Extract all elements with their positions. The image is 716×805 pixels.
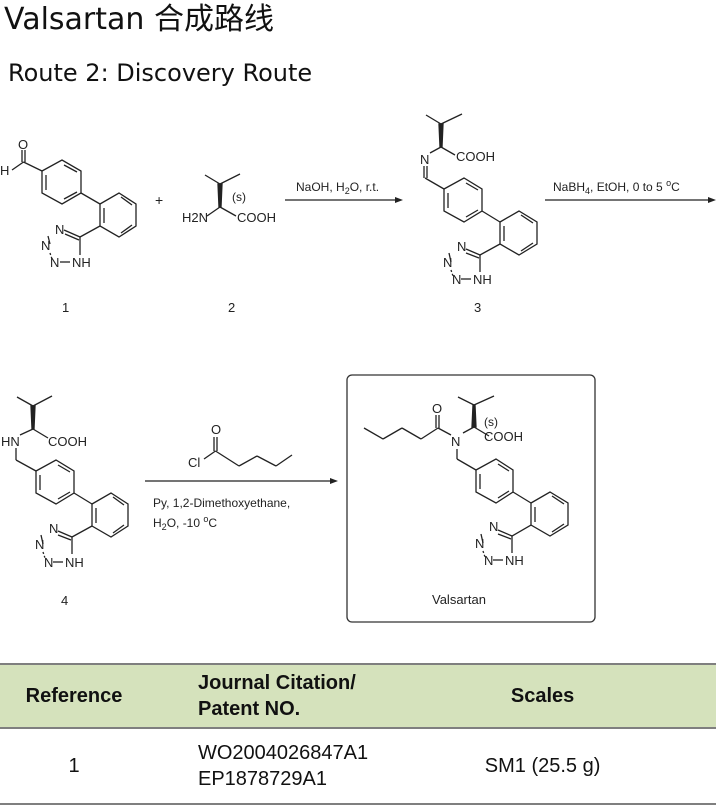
header-reference: Reference [0, 663, 148, 729]
valsartan-structure [363, 395, 569, 561]
header-citation-line1: Journal Citation/ [198, 672, 356, 694]
val-atom-n2: N [475, 536, 484, 551]
c2-stereo: (s) [232, 190, 246, 204]
valsartan-label: Valsartan [432, 592, 486, 607]
val-atom-nh: NH [505, 553, 524, 568]
cell-patents: WO2004026847A1 EP1878729A1 [148, 728, 370, 805]
compound-3-structure [423, 113, 538, 280]
compound-3-label: 3 [474, 300, 481, 315]
c4-atom-n2: N [35, 537, 44, 552]
compound-2-label: 2 [228, 300, 235, 315]
reaction-scheme: O H N N N NH 1 + (s) H2N COOH 2 NaOH, H2… [0, 113, 716, 623]
c1-atom-n1: N [55, 222, 64, 237]
compound-2-structure [204, 173, 241, 217]
header-citation: Journal Citation/ Patent NO. [148, 663, 370, 729]
c2-cooh: COOH [237, 210, 276, 225]
patent-number: EP1878729A1 [198, 768, 328, 790]
step-2-conditions: NaBH4, EtOH, 0 to 5 oC [553, 178, 680, 196]
plus-sign: + [155, 192, 163, 208]
header-scales: Scales [369, 663, 716, 729]
c4-atom-nh: NH [65, 555, 84, 570]
table-header-row: Reference Journal Citation/ Patent NO. S… [0, 663, 716, 729]
acyl-atom-o: O [211, 422, 221, 437]
cell-scales: SM1 (25.5 g) [369, 728, 716, 805]
cell-reference: 1 [0, 728, 148, 805]
table-row: 1 WO2004026847A1 EP1878729A1 SM1 (25.5 g… [0, 728, 716, 805]
c3-atom-nh: NH [473, 272, 492, 287]
val-atom-o: O [432, 401, 442, 416]
val-atom-n: N [451, 434, 460, 449]
c4-atom-n3: N [44, 555, 53, 570]
c3-atom-n3: N [452, 272, 461, 287]
val-cooh: COOH [484, 429, 523, 444]
c4-hn: HN [1, 434, 20, 449]
c4-cooh: COOH [48, 434, 87, 449]
c3-atom-n1: N [457, 239, 466, 254]
route-subtitle: Route 2: Discovery Route [8, 59, 313, 87]
arrowhead-1-icon [395, 197, 403, 203]
acyl-chloride-structure [203, 437, 293, 467]
step-3-conditions-line1: Py, 1,2-Dimethoxyethane, [153, 496, 290, 510]
acyl-atom-cl: Cl [188, 455, 200, 470]
val-stereo: (s) [484, 415, 498, 429]
c1-atom-n2: N [41, 238, 50, 253]
page-title: Valsartan 合成路线 [4, 2, 274, 37]
c1-atom-nh: NH [72, 255, 91, 270]
compound-4-structure [15, 395, 129, 563]
product-box [346, 374, 596, 623]
step-3-conditions-line2: H2O, -10 oC [153, 514, 217, 532]
arrowhead-2-icon [708, 197, 716, 203]
c1-atom-o: O [18, 137, 28, 152]
header-citation-line2: Patent NO. [198, 698, 301, 720]
arrowhead-3-icon [330, 478, 338, 484]
c1-atom-h: H [0, 163, 9, 178]
c4-atom-n1: N [49, 521, 58, 536]
compound-1-label: 1 [62, 300, 69, 315]
c3-atom-n2: N [443, 255, 452, 270]
patent-number: WO2004026847A1 [198, 742, 369, 764]
reference-table: Reference Journal Citation/ Patent NO. S… [0, 663, 716, 805]
step-1-conditions: NaOH, H2O, r.t. [296, 180, 379, 196]
compound-4-label: 4 [61, 593, 68, 608]
val-atom-n1: N [489, 519, 498, 534]
c3-atom-n: N [420, 152, 429, 167]
c1-atom-n3: N [50, 255, 59, 270]
compound-1-structure [11, 150, 137, 263]
val-atom-n3: N [484, 553, 493, 568]
c3-cooh: COOH [456, 149, 495, 164]
c2-h2n: H2N [182, 210, 208, 225]
